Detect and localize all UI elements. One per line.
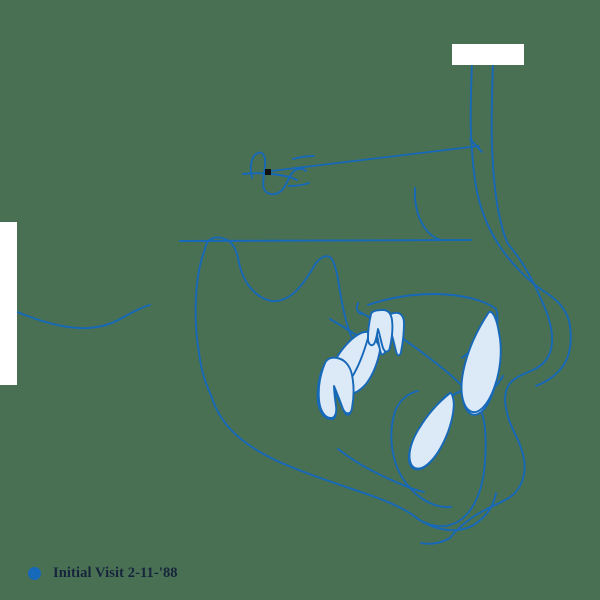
frontal-bone-inner-line — [469, 61, 571, 327]
legend: Initial Visit 2-11-'88 — [28, 562, 178, 584]
upper-incisor-shape — [460, 310, 502, 414]
nasal-angle-arc — [413, 187, 442, 241]
mask-box-top — [452, 44, 524, 65]
soft-tissue-submental-line — [420, 537, 451, 545]
nasion-tick-line — [469, 138, 483, 153]
mask-box-left — [0, 222, 17, 385]
maxilla-superior-line — [367, 293, 497, 310]
symphysis-inner-upper-line — [395, 390, 419, 410]
soft-tissue-posterior-neck-line — [16, 304, 151, 330]
legend-label: Initial Visit 2-11-'88 — [53, 564, 178, 581]
clinoid-line — [288, 182, 310, 187]
lower-molar-shape — [317, 356, 355, 419]
mandible-inferior-border-line — [210, 394, 419, 520]
mandible-lingual-floor-line — [337, 448, 425, 493]
upper-molar-shape — [367, 309, 394, 353]
palatal-plane-line — [179, 239, 472, 242]
legend-marker-dot — [28, 566, 41, 580]
sella-landmark-point — [265, 169, 271, 175]
sella-floor-line — [242, 172, 298, 181]
sella-anterior-line — [292, 155, 315, 160]
frontal-bone-outer-line — [490, 61, 509, 245]
coronoid-process-line — [315, 255, 354, 341]
sella-nasion-line — [270, 145, 480, 172]
trace-line-group — [16, 61, 572, 545]
soft-tissue-profile-line — [449, 243, 554, 539]
pterygomaxillary-line — [356, 302, 362, 315]
symphysis-inner-line — [390, 408, 452, 509]
lower-incisor-shape — [408, 392, 455, 470]
mandible-body-line — [417, 518, 480, 532]
sella-turcica-outline — [249, 151, 307, 196]
cranial-base-line — [535, 325, 572, 387]
symphysis-outer-line — [417, 428, 487, 528]
sigmoid-notch-line — [270, 262, 317, 303]
mandibular-condyle-line — [204, 236, 272, 302]
mandible-notch-detail-line — [478, 492, 497, 522]
teeth-overlay-group — [317, 309, 502, 470]
mandible-posterior-ramus-line — [194, 248, 212, 396]
